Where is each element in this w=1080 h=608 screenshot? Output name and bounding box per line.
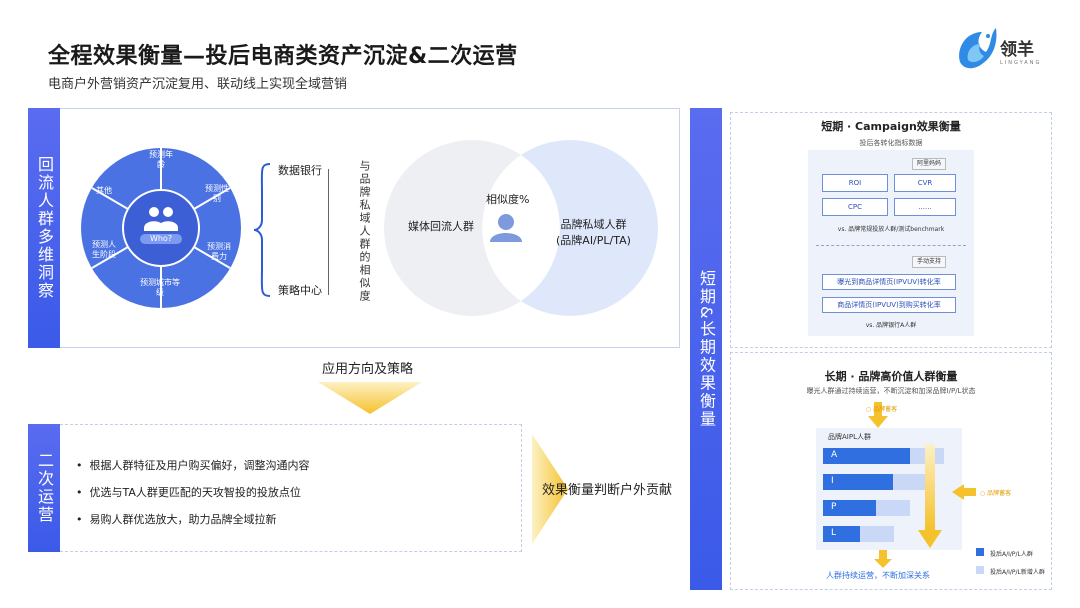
insight-sidebar: 回流人群多维洞察	[28, 108, 60, 348]
top-down-arrow-icon	[868, 402, 888, 428]
right-note-text: 品牌蓄客	[987, 490, 1012, 497]
measure-sidebar: 短期&长期效果衡量	[690, 108, 722, 590]
tag-manual: 手动支持	[912, 256, 947, 268]
venn-right-label: 品牌私域人群 (品牌AI/PL/TA)	[556, 216, 631, 248]
long-term-title: 长期 · 品牌高价值人群衡量	[824, 370, 958, 383]
aipl-bar-label-a: A	[831, 450, 838, 460]
insight-panel	[60, 108, 680, 348]
left-arrow-icon	[952, 484, 976, 500]
lingyang-logo-icon	[959, 28, 997, 69]
aipl-chart-title: 品牌AIPL人群	[828, 433, 871, 441]
venn-left-label: 媒体回流人群	[408, 220, 474, 233]
metric-cvr: CVR	[894, 174, 956, 192]
legend-label-2: 投后A/I/P/L新增人群	[990, 569, 1045, 576]
bottom-note: 人群持续运营，不断加深关系	[826, 571, 930, 580]
aipl-bar-label-i: I	[831, 476, 834, 486]
aipl-bar-new-i	[892, 474, 927, 490]
wheel-segment-spending: 预测消费力	[207, 242, 231, 261]
wheel-dividers	[91, 148, 231, 308]
right-arrow-icon	[532, 434, 568, 544]
logo-text: 领羊	[1000, 40, 1034, 60]
metric-roi: ROI	[822, 174, 888, 192]
brace-icon	[253, 163, 271, 297]
compare-brand-bank: vs. 品牌银行A人群	[865, 322, 917, 329]
people-icon	[144, 207, 178, 231]
secondary-sidebar: 二次运营	[28, 424, 60, 552]
wheel-center-label: Who?	[149, 234, 173, 243]
bottom-down-arrow-icon	[874, 550, 892, 568]
bullet-1: • 根据人群特征及用户购买偏好，调整沟通内容	[76, 459, 310, 472]
bullet-2-text: 优选与TA人群更匹配的天攻智投的投放点位	[89, 486, 301, 499]
venn-right-line2: (品牌AI/PL/TA)	[556, 234, 631, 247]
legend-swatch-2	[976, 566, 984, 574]
venn-right-line1: 品牌私域人群	[560, 218, 627, 231]
legend-swatch-1	[976, 548, 984, 556]
wheel-segment-age: 预测年龄	[149, 150, 173, 169]
wheel-segment-life-stage: 预测人生阶段	[92, 240, 116, 259]
tag-alimama: 阿里妈妈	[912, 158, 947, 170]
top-note: ○ 品牌蓄客	[866, 406, 898, 413]
legend-label-1: 投后A/I/P/L人群	[990, 551, 1033, 558]
aipl-bar-label-l: L	[831, 528, 837, 538]
output-connector	[328, 169, 338, 295]
wheel-segment-city: 预测城市等级	[140, 278, 180, 297]
logo-subtext: LINGYANG	[1000, 60, 1042, 66]
short-term-divider	[816, 245, 966, 246]
down-arrow-icon	[318, 382, 422, 414]
output-data-bank: 数据银行	[278, 164, 322, 177]
page-title: 全程效果衡量—投后电商类资产沉淀&二次运营	[48, 44, 518, 69]
long-term-desc: 曝光人群通过持续运营，不断沉淀和加深品牌I/P/L状态	[806, 387, 976, 395]
bullet-3: • 易购人群优选放大，助力品牌全域拉新	[76, 513, 277, 526]
aipl-bar-new-p	[876, 500, 911, 516]
flow-right-label: 效果衡量判断户外贡献	[542, 483, 673, 498]
rate-exposure-to-detail: 曝光到商品详情页(IPVUV)转化率	[822, 274, 956, 290]
top-note-text: 品牌蓄客	[873, 406, 898, 413]
deepen-arrow-icon	[918, 444, 942, 548]
aipl-bar-p	[823, 500, 877, 516]
aipl-bar-i	[823, 474, 893, 490]
similarity-vertical-text: 与品牌私域人群的相似度	[358, 160, 371, 303]
flow-label: 应用方向及策略	[322, 362, 414, 377]
secondary-panel	[60, 424, 522, 552]
metric-more: ......	[894, 198, 956, 216]
aipl-bar-new-l	[859, 526, 894, 542]
page-subtitle: 电商户外营销资产沉淀复用、联动线上实现全域营销	[48, 77, 348, 92]
bullet-2: • 优选与TA人群更匹配的天攻智投的投放点位	[76, 486, 301, 499]
bullet-3-text: 易购人群优选放大，助力品牌全域拉新	[89, 513, 277, 526]
short-term-title: 短期 · Campaign效果衡量	[821, 120, 961, 133]
aipl-bar-a	[823, 448, 911, 464]
aipl-bar-l	[823, 526, 860, 542]
aipl-bar-label-p: P	[831, 502, 837, 512]
compare-benchmark: vs. 品牌常规投放人群/测试benchmark	[837, 226, 945, 233]
insight-wheel	[81, 148, 241, 308]
bullet-1-text: 根据人群特征及用户购买偏好，调整沟通内容	[89, 459, 310, 472]
venn-diagram	[384, 140, 658, 316]
output-strategy-center: 策略中心	[278, 284, 322, 297]
wheel-segment-other: 其他	[96, 186, 112, 195]
right-note: ○ 品牌蓄客	[980, 490, 1012, 497]
rate-detail-to-purchase: 商品详情页(IPVUV)到购买转化率	[822, 297, 956, 313]
person-icon	[490, 214, 522, 242]
short-term-desc: 投后各转化指标数据	[859, 139, 923, 147]
venn-middle-label: 相似度%	[486, 193, 530, 206]
short-term-panel	[730, 112, 1052, 348]
long-term-panel	[730, 352, 1052, 590]
wheel-segment-gender: 预测性别	[205, 184, 229, 203]
metric-cpc: CPC	[822, 198, 888, 216]
